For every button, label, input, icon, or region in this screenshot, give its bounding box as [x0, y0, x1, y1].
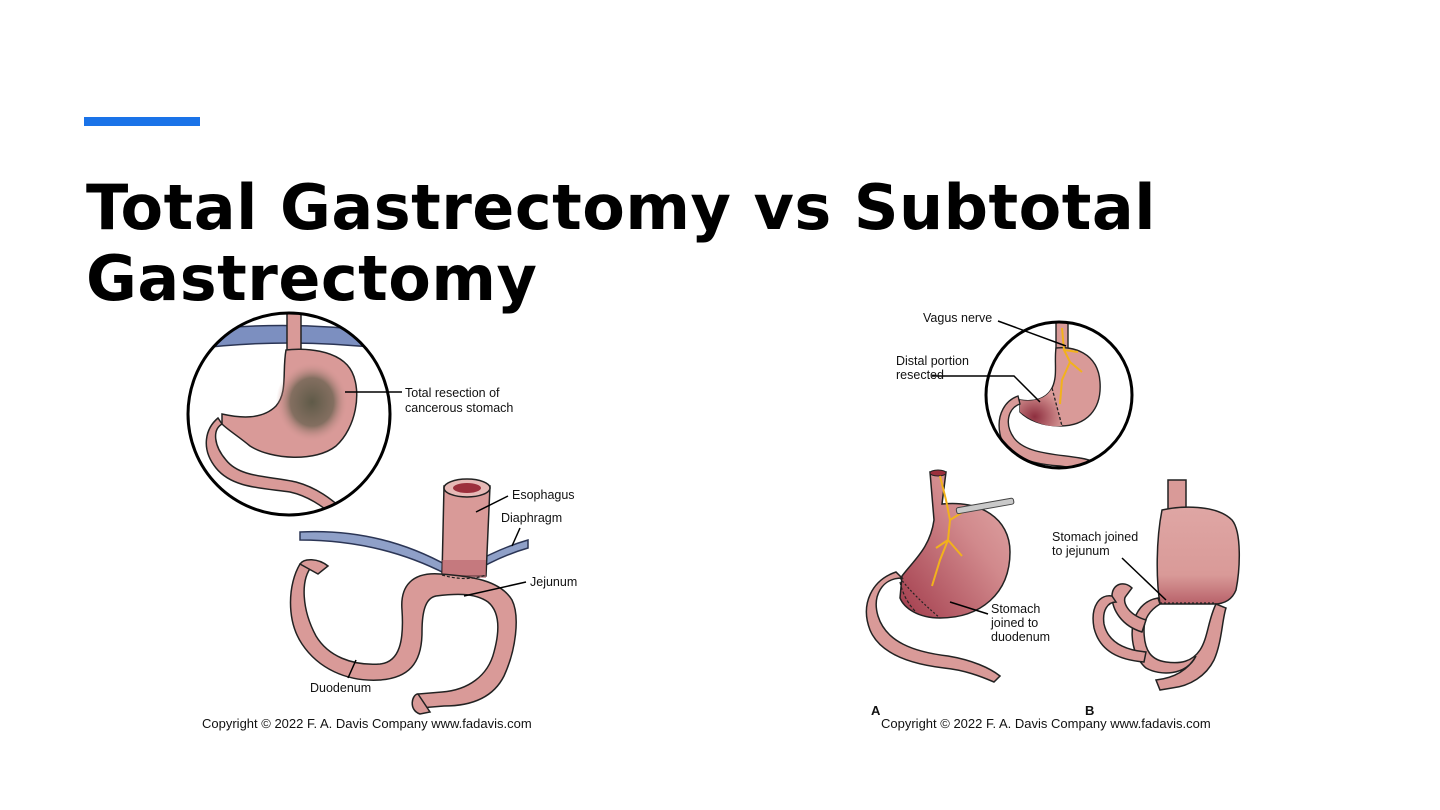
- inset-circle-left: [186, 311, 392, 517]
- label-stomach-duodenum-2: joined to: [990, 616, 1038, 630]
- label-diaphragm: Diaphragm: [501, 511, 562, 525]
- label-stomach-duodenum-1: Stomach: [991, 602, 1040, 616]
- diaphragm-left: [299, 530, 529, 579]
- inset-circle-right: [984, 320, 1134, 470]
- copyright-right: Copyright © 2022 F. A. Davis Company www…: [881, 716, 1211, 731]
- panel-b-stomach: [1092, 479, 1241, 691]
- label-total-resection-2: cancerous stomach: [405, 401, 513, 415]
- label-panel-b: B: [1085, 703, 1094, 718]
- label-duodenum: Duodenum: [310, 681, 371, 695]
- accent-bar: [84, 117, 200, 126]
- inset-stomach-distal: [986, 322, 1132, 468]
- label-distal-1: Distal portion: [896, 354, 969, 368]
- label-panel-a: A: [871, 703, 881, 718]
- subtotal-gastrectomy-illustration: Vagus nerve Distal portion resected Stom…: [865, 311, 1241, 731]
- label-vagus-nerve: Vagus nerve: [923, 311, 992, 325]
- panel-a-stomach: [865, 469, 1015, 683]
- label-stomach-jejunum-1: Stomach joined: [1052, 530, 1138, 544]
- label-total-resection-1: Total resection of: [405, 386, 500, 400]
- inset-stomach-with-tumor: [188, 313, 390, 515]
- total-gastrectomy-illustration: Total resection of cancerous stomach Eso…: [186, 311, 577, 731]
- label-distal-2: resected: [896, 368, 944, 382]
- label-stomach-jejunum-2: to jejunum: [1052, 544, 1110, 558]
- label-stomach-duodenum-3: duodenum: [991, 630, 1050, 644]
- label-esophagus: Esophagus: [512, 488, 575, 502]
- label-jejunum: Jejunum: [530, 575, 577, 589]
- slide-title: Total Gastrectomy vs Subtotal Gastrectom…: [86, 171, 1156, 315]
- copyright-left: Copyright © 2022 F. A. Davis Company www…: [202, 716, 532, 731]
